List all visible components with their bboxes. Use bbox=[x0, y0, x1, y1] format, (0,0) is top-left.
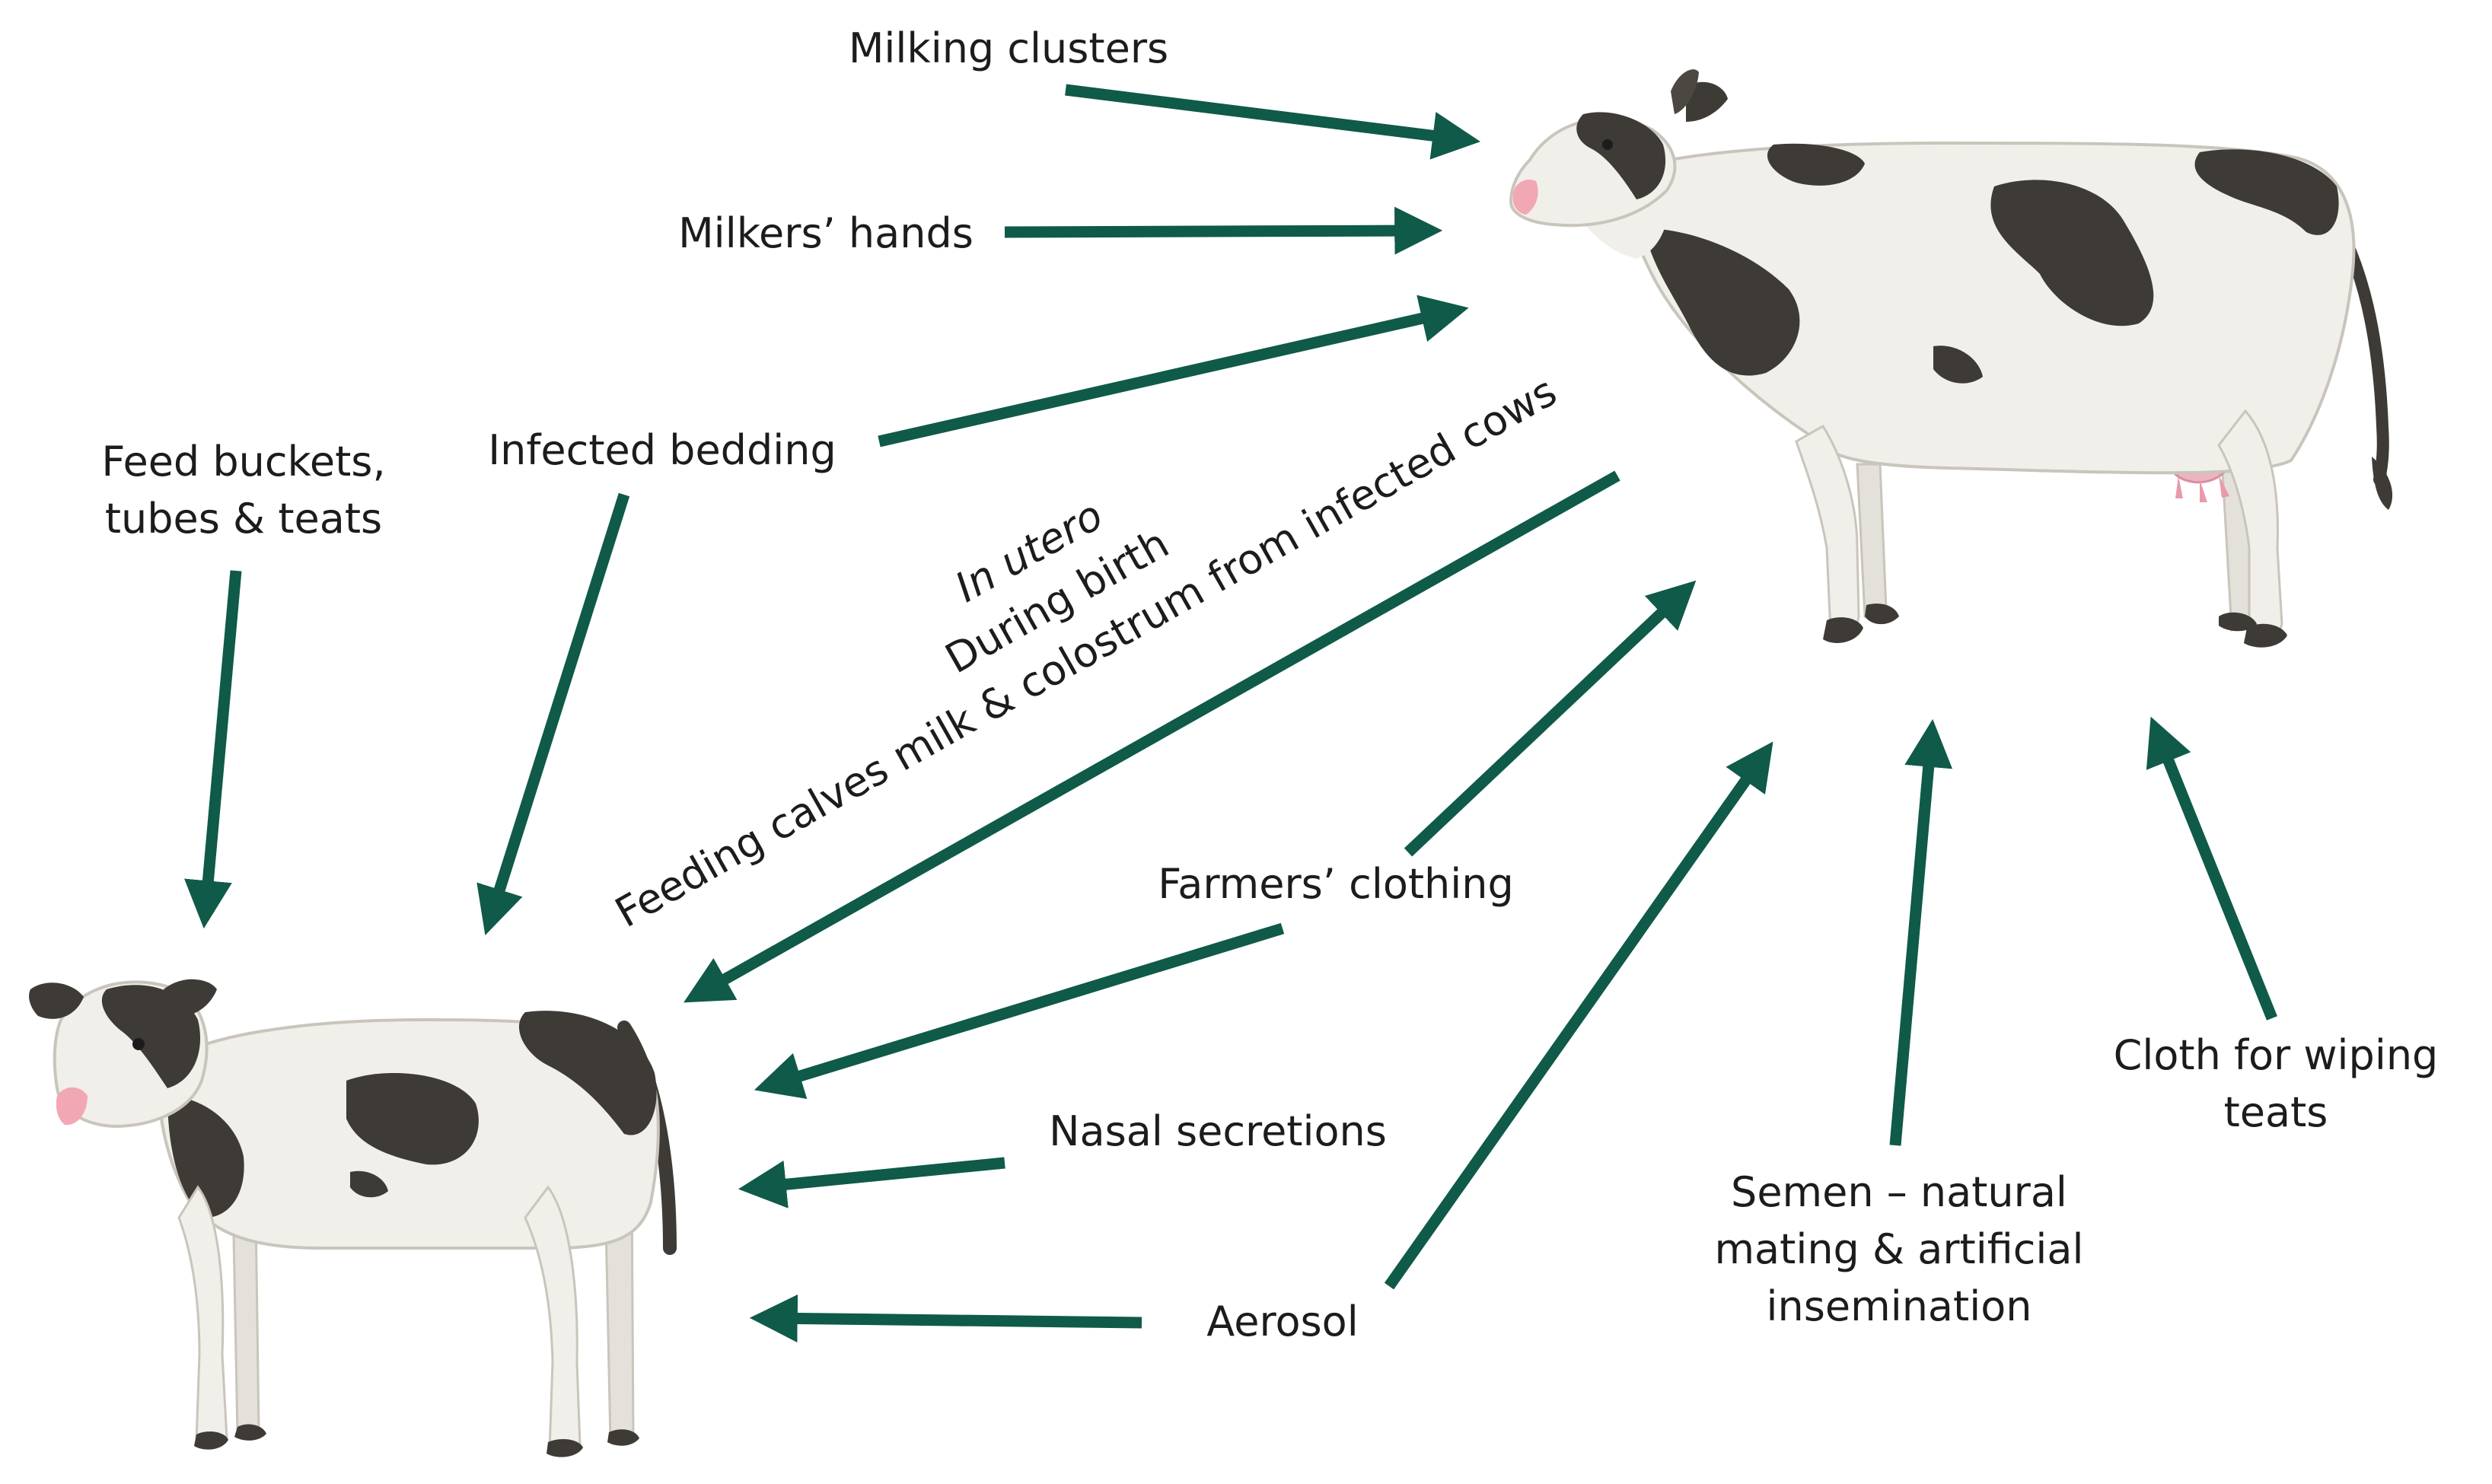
label-semen-line2: mating & artificial bbox=[1714, 1225, 2083, 1273]
arrow-aerosol-to-calf bbox=[769, 1318, 1142, 1323]
label-nasal-secretions: Nasal secretions bbox=[1049, 1107, 1387, 1155]
arrow-farmers-clothing-to-calf bbox=[773, 928, 1283, 1084]
label-aerosol: Aerosol bbox=[1206, 1298, 1358, 1345]
arrow-cloth bbox=[2158, 734, 2272, 1018]
label-semen-line1: Semen – natural bbox=[1731, 1168, 2067, 1216]
label-farmers-clothing: Farmers’ clothing bbox=[1158, 860, 1514, 908]
label-semen-line3: insemination bbox=[1767, 1282, 2032, 1330]
arrow-infected-bedding-to-calf bbox=[491, 495, 624, 917]
label-vertical-transmission: In utero During birth Feeding calves mil… bbox=[550, 266, 1564, 937]
label-feed-buckets-line1: Feed buckets, bbox=[101, 438, 385, 486]
arrow-farmers-clothing-to-cow bbox=[1408, 594, 1682, 852]
label-infected-bedding: Infected bedding bbox=[488, 426, 836, 474]
arrow-milkers-hands bbox=[1005, 231, 1423, 232]
arrow-infected-bedding-to-cow bbox=[879, 312, 1450, 441]
arrow-feed-buckets bbox=[206, 571, 236, 909]
calf-icon bbox=[29, 979, 670, 1457]
label-feed-buckets-line2: tubes & teats bbox=[105, 495, 382, 543]
arrow-nasal-secretions bbox=[757, 1163, 1005, 1187]
label-cloth-line2: teats bbox=[2224, 1088, 2328, 1136]
adult-cow-icon bbox=[1511, 69, 2392, 648]
arrow-semen bbox=[1895, 738, 1931, 1145]
arrow-aerosol-to-cow bbox=[1389, 757, 1762, 1286]
label-milkers-hands: Milkers’ hands bbox=[678, 209, 974, 257]
label-cloth-line1: Cloth for wiping bbox=[2114, 1031, 2439, 1079]
arrow-milking-clusters bbox=[1066, 90, 1461, 139]
label-milking-clusters: Milking clusters bbox=[849, 24, 1168, 72]
